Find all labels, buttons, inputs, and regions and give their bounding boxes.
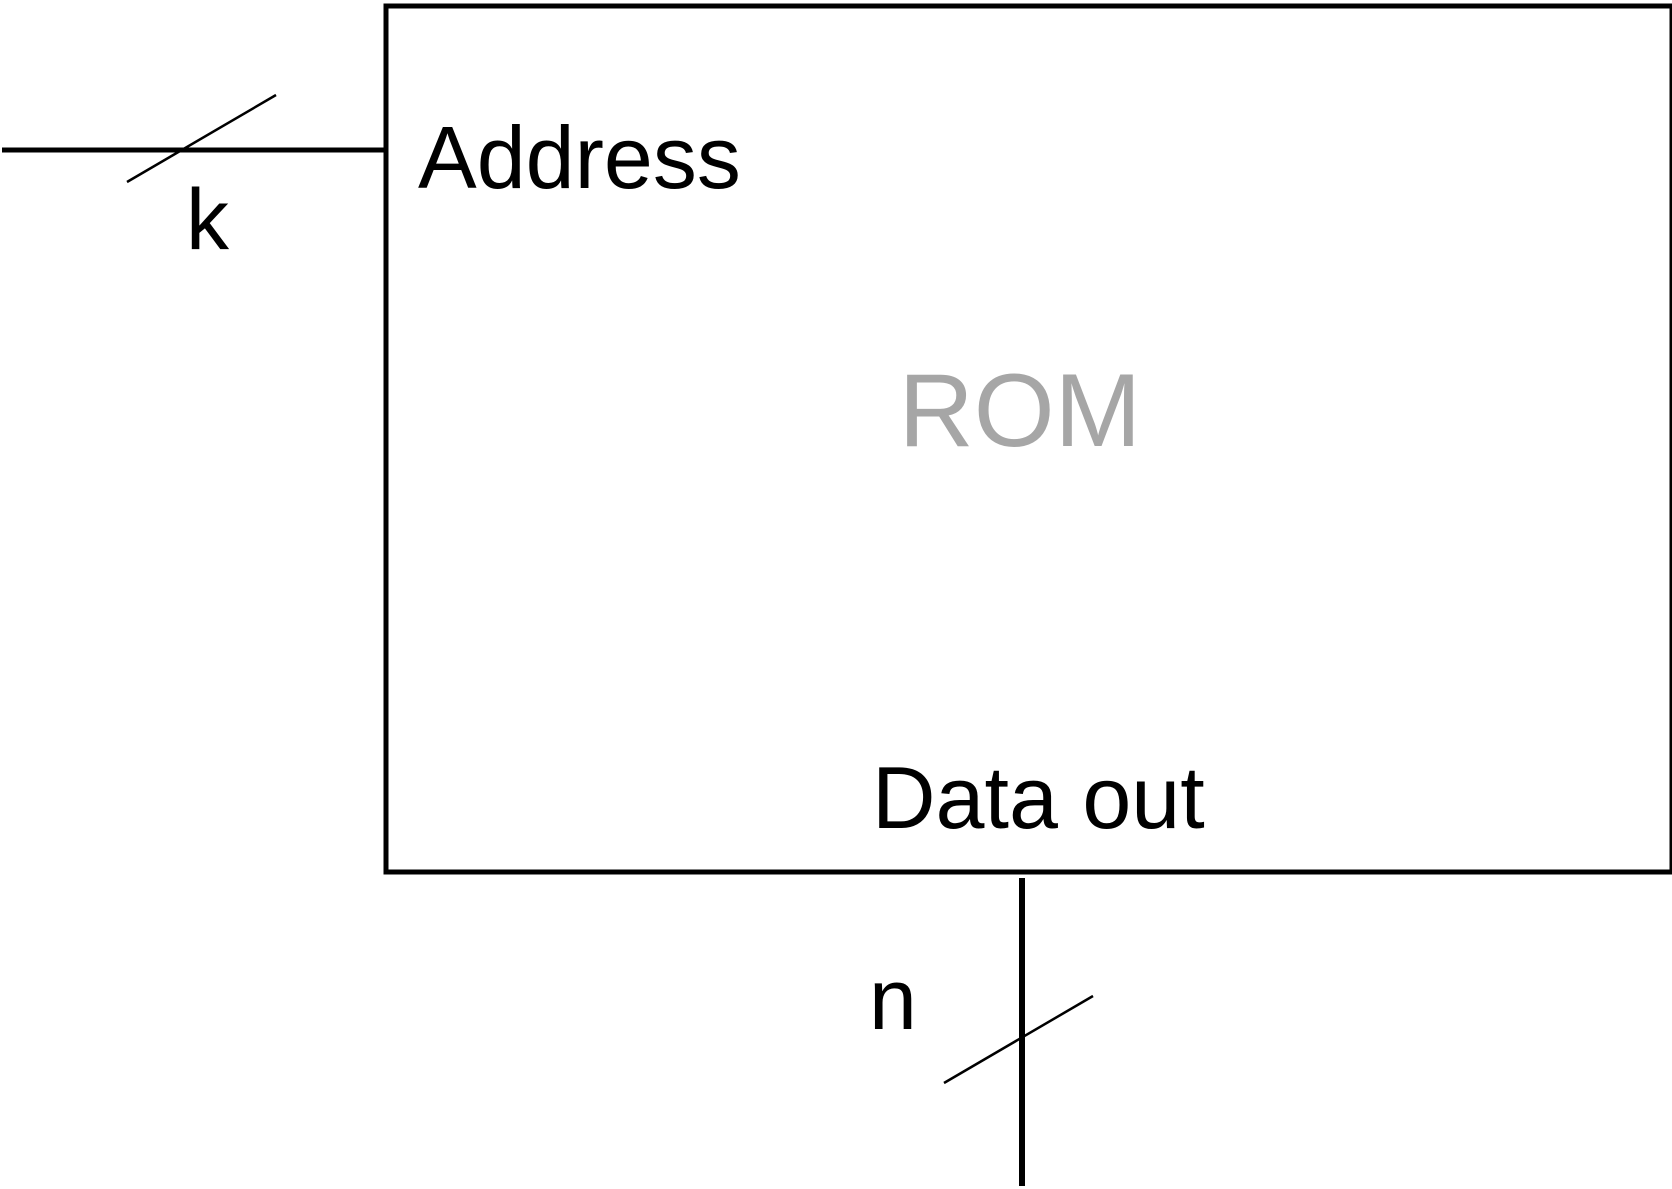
address-bus-width-slash — [126, 93, 277, 184]
address-bus-width-label: k — [186, 172, 230, 268]
data-bus-width-slash — [943, 994, 1094, 1085]
rom-title: ROM — [899, 353, 1142, 469]
data-bus-width-label: n — [869, 952, 917, 1048]
data-out-port-label: Data out — [872, 748, 1205, 847]
rom-box — [383, 3, 1672, 875]
address-port-label: Address — [418, 108, 741, 207]
